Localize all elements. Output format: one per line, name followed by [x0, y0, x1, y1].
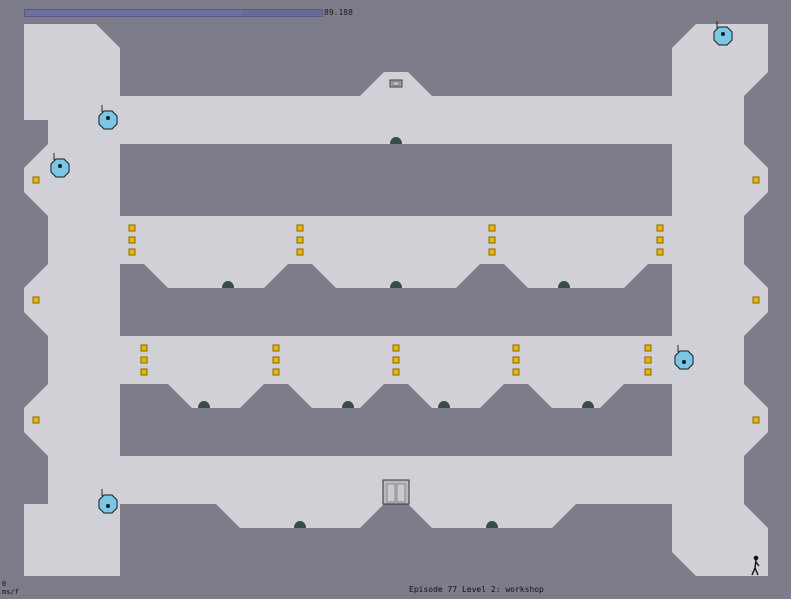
- time-remaining-fill: [25, 10, 242, 16]
- frame-time-unit: ms/f: [2, 588, 19, 596]
- square-gold-icon: [128, 236, 136, 244]
- square-gold-icon: [272, 344, 280, 352]
- left-alcove: [24, 72, 48, 96]
- seeker-drone-icon: [98, 105, 118, 130]
- square-gold-icon: [512, 344, 520, 352]
- square-gold-icon: [392, 344, 400, 352]
- dome-mine-icon: [342, 401, 354, 408]
- square-gold-icon: [644, 368, 652, 376]
- time-remaining-bar: [24, 9, 323, 17]
- dome-mine-icon: [582, 401, 594, 408]
- dome-mine-icon: [438, 401, 450, 408]
- exit-switch-icon: [389, 79, 403, 88]
- square-gold-icon: [488, 236, 496, 244]
- square-gold-icon: [296, 248, 304, 256]
- dome-mine-icon: [294, 521, 306, 528]
- seeker-drone-icon: [674, 345, 694, 370]
- square-gold-icon: [140, 344, 148, 352]
- square-gold-icon: [140, 368, 148, 376]
- corridor-2: [120, 216, 672, 288]
- square-gold-icon: [656, 236, 664, 244]
- frame-time-value: 0: [2, 580, 7, 588]
- episode-level-label: Episode 77 Level 2: workshop: [409, 585, 544, 594]
- square-gold-icon: [128, 224, 136, 232]
- square-gold-icon: [488, 248, 496, 256]
- square-gold-icon: [644, 356, 652, 364]
- seeker-drone-icon: [713, 21, 733, 46]
- square-gold-icon: [488, 224, 496, 232]
- square-gold-icon: [128, 248, 136, 256]
- time-remaining-value: 89.188: [324, 8, 353, 17]
- gold-pieces: [32, 176, 760, 424]
- dome-mine-icon: [390, 281, 402, 288]
- exit-door-icon: [382, 479, 410, 505]
- square-gold-icon: [512, 356, 520, 364]
- square-gold-icon: [644, 344, 652, 352]
- drones: [50, 21, 733, 514]
- corridor-1: [120, 72, 672, 144]
- frame-time-readout: 0 ms/f: [2, 580, 19, 596]
- dome-mine-icon: [222, 281, 234, 288]
- dome-mine-icon: [390, 137, 402, 144]
- square-gold-icon: [32, 416, 40, 424]
- mines: [198, 137, 594, 528]
- square-gold-icon: [272, 356, 280, 364]
- square-gold-icon: [296, 224, 304, 232]
- seeker-drone-icon: [50, 153, 70, 178]
- square-gold-icon: [656, 224, 664, 232]
- square-gold-icon: [752, 176, 760, 184]
- square-gold-icon: [392, 356, 400, 364]
- dome-mine-icon: [486, 521, 498, 528]
- ninja-icon: [751, 555, 760, 576]
- square-gold-icon: [272, 368, 280, 376]
- square-gold-icon: [296, 236, 304, 244]
- seeker-drone-icon: [98, 489, 118, 514]
- left-alcove: [24, 504, 48, 528]
- dome-mine-icon: [558, 281, 570, 288]
- square-gold-icon: [752, 416, 760, 424]
- dome-mine-icon: [198, 401, 210, 408]
- square-gold-icon: [32, 176, 40, 184]
- square-gold-icon: [512, 368, 520, 376]
- square-gold-icon: [140, 356, 148, 364]
- square-gold-icon: [656, 248, 664, 256]
- square-gold-icon: [392, 368, 400, 376]
- square-gold-icon: [32, 296, 40, 304]
- square-gold-icon: [752, 296, 760, 304]
- left-shaft: [48, 96, 120, 576]
